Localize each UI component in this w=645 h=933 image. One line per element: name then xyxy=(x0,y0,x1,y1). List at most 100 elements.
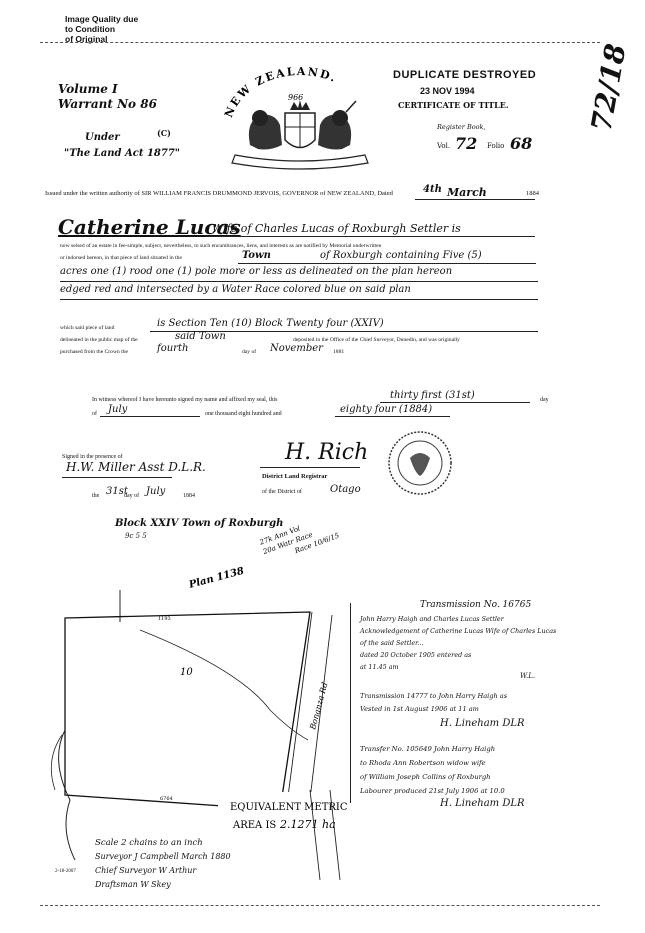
registrar-label: District Land Registrar xyxy=(262,473,328,480)
volume-label: Volume I xyxy=(58,82,118,96)
purchased-month: November xyxy=(270,343,323,354)
handwritten-line-2: edged red and intersected by a Water Rac… xyxy=(60,284,411,295)
deposited-text: deposited in the Office of the Chief Sur… xyxy=(293,337,460,343)
register-book-label: Register Book, xyxy=(437,123,486,131)
quality-note-line: of Original xyxy=(65,34,108,44)
purchased-day: fourth xyxy=(157,343,189,354)
authority-text: Issued under the written authority of SI… xyxy=(45,190,393,197)
parcel-boundary xyxy=(64,611,311,811)
purchased-year: 1881 xyxy=(333,349,345,355)
memorial-line: Acknowledgement of Catherine Lucas Wife … xyxy=(360,627,557,635)
witness-of: of xyxy=(92,411,97,417)
vol-value: 72 xyxy=(455,134,478,153)
section-number: 10 xyxy=(180,667,193,678)
quality-note-line: to Condition xyxy=(65,24,116,34)
motto-scroll xyxy=(231,154,369,170)
plan-annotation: 27k Ann Vol 20a Watr Race Race 10/6/15 xyxy=(258,525,341,555)
memorial-entry-2: Transmission 14777 to John Harry Haigh a… xyxy=(360,690,590,716)
memorial-line: dated 20 October 1905 entered as xyxy=(360,651,472,659)
signed-year: 1884 xyxy=(183,493,195,499)
seised-text-2: or indorsed hereon, in that piece of lan… xyxy=(60,255,182,261)
block-label: Block XXIV Town of Roxburgh xyxy=(115,518,284,529)
seised-town-of: of Roxburgh containing Five (5) xyxy=(320,250,482,261)
memorial-entry-3: Transfer No. 105649 John Harry Haigh to … xyxy=(360,742,600,798)
form-reference: 2-18-2007 xyxy=(55,869,76,874)
authority-month: March xyxy=(447,186,487,199)
road-extension xyxy=(309,790,341,881)
svg-text:1193: 1193 xyxy=(158,616,171,622)
memorial-line: Labourer produced 21st July 1906 at 10.0 xyxy=(360,787,505,795)
destroyed-date: 23 NOV 1994 xyxy=(420,86,475,96)
certificate-label: CERTIFICATE OF TITLE. xyxy=(398,100,509,110)
area-value: 2.1271 ha xyxy=(279,818,336,831)
duplicate-stamp: DUPLICATE DESTROYED xyxy=(393,69,537,81)
crest-number: 966 xyxy=(288,93,303,102)
signed-day-of: day of xyxy=(124,493,140,499)
purchased-day-of: day of xyxy=(242,349,257,355)
memorial-line: Transmission 14777 to John Harry Haigh a… xyxy=(360,692,508,700)
equivalent-metric-label: EQUIVALENT METRIC xyxy=(230,802,348,813)
purchased-text: purchased from the Crown the xyxy=(60,349,129,355)
authority-day: 4th xyxy=(423,184,442,195)
signed-day: 31st xyxy=(106,486,128,497)
handwritten-line-1: acres one (1) rood one (1) pole more or … xyxy=(60,266,453,277)
svg-text:6764: 6764 xyxy=(160,796,173,802)
memorial-signature-2: H. Lineham DLR xyxy=(440,718,525,729)
plan-scale-line: Scale 2 chains to an inch xyxy=(95,838,203,848)
bottom-border xyxy=(40,905,600,906)
memorial-signature-1: W.L. xyxy=(520,672,536,680)
shield-icon xyxy=(284,112,316,149)
area-label: AREA IS xyxy=(232,820,276,831)
registrar-district-value: Otago xyxy=(330,484,361,495)
folio-label: Warrant No 86 xyxy=(58,97,157,111)
plan-ref-label: Plan 1138 xyxy=(187,566,245,591)
quality-note: Image Quality due to Condition of Origin… xyxy=(65,14,138,44)
memorial-line: of the said Settler... xyxy=(360,639,424,647)
witness-month-value: July xyxy=(108,404,128,415)
plan-draftsman-line: Draftsman W Skey xyxy=(95,880,171,889)
which-value: is Section Ten (10) Block Twenty four (X… xyxy=(157,318,384,329)
witness-day-value: thirty first (31st) xyxy=(390,390,475,401)
top-border xyxy=(40,42,600,43)
witness-text-1: In witness whereof I have hereunto signe… xyxy=(92,397,278,403)
delineated-text: delineated in the public map of the xyxy=(60,337,138,343)
survey-plan: Plan 1138 10 Bonanza Rd 1193 6764 EQUIVA… xyxy=(50,566,348,861)
registrar-signature: H. Rich xyxy=(285,440,369,465)
witness-day-suffix: day xyxy=(540,397,549,403)
plan-scale-note: 9c 5 5 xyxy=(125,532,147,540)
owner-name: Catherine Lucas xyxy=(58,215,241,239)
witness-year-value: eighty four (1884) xyxy=(340,404,433,415)
plan-surveyor-line: Surveyor J Campbell March 1880 xyxy=(95,852,231,861)
under-label: Under xyxy=(85,132,120,143)
memorial-line: John Harry Haigh and Charles Lucas Settl… xyxy=(360,615,504,623)
memorial-signature-3: H. Lineham DLR xyxy=(440,798,525,809)
memorial-line: to Rhoda Ann Robertson widow wife xyxy=(360,759,486,767)
district-seal xyxy=(388,431,452,495)
registrar-district-label: of the District of xyxy=(262,489,302,495)
memorial-heading: Transmission No. 16765 xyxy=(420,600,532,610)
witness-signature: H.W. Miller Asst D.L.R. xyxy=(66,460,206,474)
memorial-line: Transfer No. 105649 John Harry Haigh xyxy=(360,745,496,753)
memorial-line: Vested in 1st August 1906 at 11 am xyxy=(360,705,479,713)
land-act-label: "The Land Act 1877" xyxy=(64,148,181,159)
memorial-line: of William Joseph Collins of Roxburgh xyxy=(360,773,491,781)
signed-presence: Signed in the presence of xyxy=(62,454,123,460)
authority-year: 1884 xyxy=(526,190,539,197)
seised-town: Town xyxy=(242,250,271,261)
country-arc-text: NEW ZEALAND. xyxy=(222,65,339,120)
folio-field-label: Folio xyxy=(487,142,505,150)
c-mark: (C) xyxy=(157,128,171,138)
folio-value: 68 xyxy=(510,134,533,153)
crown-icon xyxy=(290,100,310,110)
delineated-value: said Town xyxy=(175,331,226,342)
coat-of-arms: NEW ZEALAND. 966 xyxy=(222,65,369,170)
signed-the: the xyxy=(92,493,100,499)
signed-month: July xyxy=(146,486,166,497)
margin-number: 72/18 xyxy=(584,41,633,134)
seised-text-1: now seised of an estate in fee-simple, s… xyxy=(60,243,382,249)
vol-label: Vol. xyxy=(437,142,451,150)
memorial-entry-1: John Harry Haigh and Charles Lucas Settl… xyxy=(360,613,590,673)
memorial-line: at 11.45 am xyxy=(360,663,399,671)
quality-note-line: Image Quality due xyxy=(65,14,139,24)
which-text: which said piece of land xyxy=(60,325,115,331)
